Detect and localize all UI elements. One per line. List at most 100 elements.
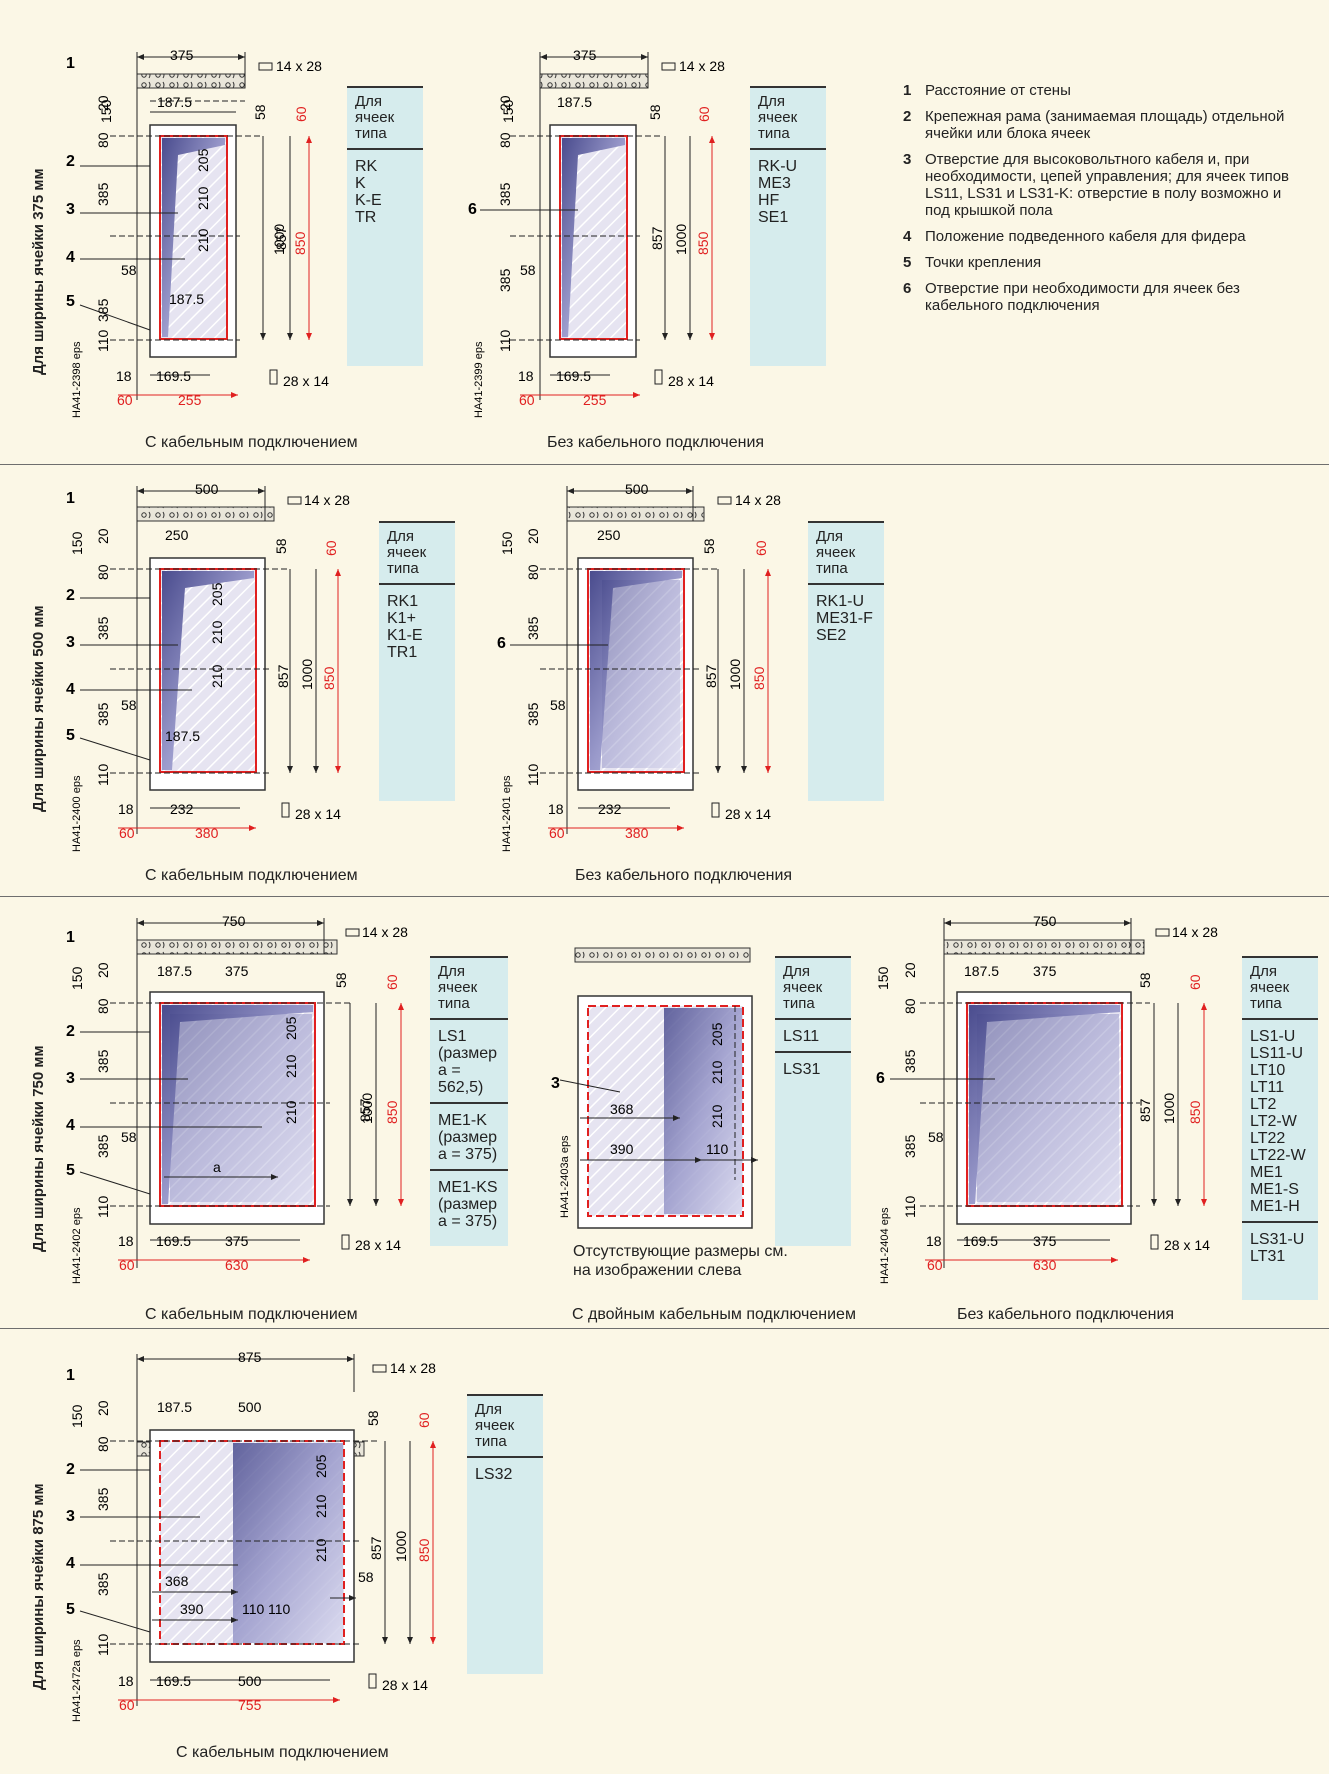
drawing-375-without-cable: 375 14 x 28 187.5 28 x 14 169.5 18 60 25… <box>468 47 725 418</box>
type-item: (размер <box>438 1129 498 1146</box>
dim-hole: 28 x 14 <box>668 373 714 389</box>
type-item: SE2 <box>816 627 847 644</box>
dim-red: 60 <box>119 825 135 841</box>
callout-3: 3 <box>66 201 75 218</box>
callout-5: 5 <box>66 293 75 310</box>
dim-red: 60 <box>384 974 400 990</box>
dim-offset: 18 <box>518 368 534 384</box>
dim-offset: 390 <box>180 1601 204 1617</box>
dim-offset: 187.5 <box>169 291 204 307</box>
dim-red: 60 <box>927 1257 943 1273</box>
dim-vertical: 385 <box>95 298 111 322</box>
dim-opening: 14 x 28 <box>679 58 725 74</box>
drawing-id: HA41-2404 eps <box>879 1207 891 1284</box>
dim-vertical: 385 <box>95 1572 111 1596</box>
drawing-750-double-cable: 368 390 110 3 205 210 210 HA41-2403a eps <box>551 947 758 1229</box>
dim-offset: 169.5 <box>156 1233 191 1249</box>
dim-vertical: 205 <box>709 1022 725 1046</box>
type-item: LT2 <box>1250 1096 1277 1113</box>
dim-vertical: 80 <box>95 132 111 148</box>
dim-offset: 58 <box>358 1569 374 1585</box>
dim-opening: 14 x 28 <box>1172 924 1218 940</box>
type-box: Для ячеек типа LS11 LS31 <box>775 956 851 1246</box>
dim-hole: 28 x 14 <box>725 806 771 822</box>
dim-offset: 58 <box>550 697 566 713</box>
dim-offset: 375 <box>225 1233 249 1249</box>
dim-opening: 14 x 28 <box>735 492 781 508</box>
dim-vertical: 58 <box>701 538 717 554</box>
type-item: RK <box>355 158 378 175</box>
dim-vertical: 385 <box>902 1049 918 1073</box>
type-group: LS31 <box>775 1061 851 1078</box>
dim-vertical: 210 <box>195 186 211 210</box>
dim-red: 60 <box>293 106 309 122</box>
caption: Без кабельного подключения <box>575 867 793 884</box>
dim-vertical: 58 <box>273 538 289 554</box>
dim-vertical: 1000 <box>299 659 315 690</box>
dim-offset: 58 <box>121 1129 137 1145</box>
dim-vertical: 857 <box>1137 1098 1153 1122</box>
dim-offset: 368 <box>165 1573 189 1589</box>
callout-2: 2 <box>66 1461 75 1478</box>
dim-vertical: 205 <box>283 1016 299 1040</box>
dim-opening: 14 x 28 <box>276 58 322 74</box>
callout-2: 2 <box>66 587 75 604</box>
dim-vertical: 110 <box>95 329 111 352</box>
dim-width: 500 <box>195 481 219 497</box>
type-item: ME1-KS <box>438 1179 498 1196</box>
dim-red: 850 <box>695 231 711 255</box>
dim-vertical: 58 <box>1137 972 1153 988</box>
dim-offset: 58 <box>121 697 137 713</box>
dim-vertical: 857 <box>357 1098 373 1122</box>
dim-offset: 187.5 <box>557 94 592 110</box>
type-item: (размер <box>438 1045 498 1062</box>
dim-red: 60 <box>1187 974 1203 990</box>
dim-vertical: 385 <box>525 702 541 726</box>
band-separator <box>0 464 1329 465</box>
drawing-375-with-cable: 375 14 x 28 187.5 28 x 14 169.5 18 60 25… <box>66 47 329 418</box>
dim-vertical: 110 <box>902 1195 918 1218</box>
dim-offset: 18 <box>116 368 132 384</box>
callout-2: 2 <box>66 153 75 170</box>
dim-red: 60 <box>549 825 565 841</box>
dim-red: 60 <box>696 106 712 122</box>
dim-a: a <box>213 1159 221 1175</box>
dim-vertical: 385 <box>95 182 111 206</box>
type-box: Для ячеек типа LS32 <box>467 1394 543 1674</box>
dim-offset: 58 <box>520 262 536 278</box>
dim-opening: 14 x 28 <box>304 492 350 508</box>
dim-vertical: 210 <box>283 1100 299 1124</box>
callout-6: 6 <box>876 1070 885 1087</box>
type-box-header: Для ячеек типа <box>347 86 423 150</box>
dim-vertical: 110 <box>525 763 541 786</box>
type-item: LS31-U <box>1250 1231 1305 1248</box>
dim-offset: 169.5 <box>963 1233 998 1249</box>
callout-1: 1 <box>66 1367 75 1384</box>
dim-vertical: 20 <box>95 962 111 978</box>
dim-offset: 187.5 <box>157 1399 192 1415</box>
callout-3: 3 <box>66 634 75 651</box>
type-group: ME1-KS (размер a = 375) <box>430 1179 508 1230</box>
type-box-header: Для ячеек типа <box>1242 956 1318 1020</box>
type-item: K-E <box>355 192 382 209</box>
dim-vertical: 80 <box>525 564 541 580</box>
type-box: Для ячеек типа LS1 (размер a = 562,5) ME… <box>430 956 508 1246</box>
type-item: LS1 <box>438 1028 467 1045</box>
dim-vertical: 857 <box>703 664 719 688</box>
dim-red: 850 <box>416 1538 432 1562</box>
type-box-header: Для ячеек типа <box>808 521 884 585</box>
type-box: Для ячеек типа RK1-U ME31-F SE2 <box>808 521 884 801</box>
dim-red: 60 <box>753 540 769 556</box>
dim-vertical: 110 <box>95 1195 111 1218</box>
dim-vertical: 210 <box>709 1104 725 1128</box>
dim-vertical: 20 <box>525 528 541 544</box>
dim-vertical: 150 <box>875 966 891 990</box>
type-box-header: Для ячеек типа <box>430 956 508 1020</box>
type-item: a = <box>438 1062 461 1079</box>
dim-vertical: 80 <box>902 998 918 1014</box>
callout-5: 5 <box>66 1162 75 1179</box>
dim-vertical: 857 <box>368 1536 384 1560</box>
type-item: LT22 <box>1250 1130 1286 1147</box>
